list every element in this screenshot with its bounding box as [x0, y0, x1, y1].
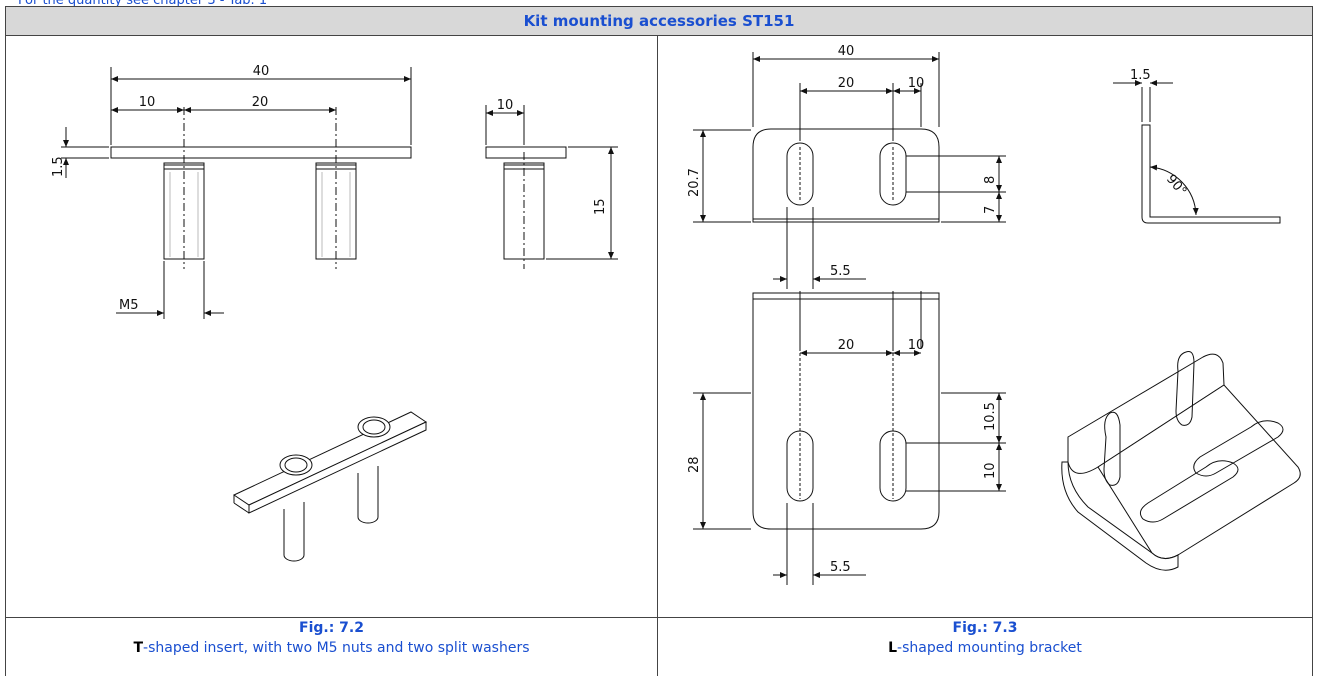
column-divider [657, 36, 658, 676]
top-note: For the quantity see chapter 3 - Tab. 1 [18, 0, 268, 8]
dim-bot-mid: 20 [838, 338, 855, 353]
dim-bot-right: 10 [908, 338, 925, 353]
caption-left: Fig.: 7.2 T-shaped insert, with two M5 n… [6, 618, 657, 658]
dim-bot-slot-w: 5.5 [830, 560, 851, 575]
figure-desc-right: L-shaped mounting bracket [658, 638, 1312, 658]
dim-height-b: 28 [687, 456, 702, 473]
accessories-table: Kit mounting accessories ST151 [5, 6, 1313, 676]
dim-left: 10 [139, 95, 156, 110]
dim-height: 15 [593, 198, 608, 215]
figure-desc-left: T-shaped insert, with two M5 nuts and tw… [6, 638, 657, 658]
dim-thick: 1.5 [1130, 68, 1151, 83]
dim-mid: 20 [252, 95, 269, 110]
caption-divider [6, 617, 1312, 618]
dim-thread: M5 [119, 298, 139, 313]
dim-angle: 90° [1163, 172, 1189, 199]
l-bracket-drawing: 40 20 10 20.7 8 7 5.5 1.5 90° 20 10 28 1… [687, 44, 1301, 585]
dim-top-mid: 20 [838, 76, 855, 91]
dim-top-right: 10 [908, 76, 925, 91]
desc-rest-left: -shaped insert, with two M5 nuts and two… [143, 640, 530, 656]
dim-b-off2: 10 [983, 462, 998, 479]
dim-side-top: 10 [497, 98, 514, 113]
dim-slot-w: 5.5 [830, 264, 851, 279]
figure-label-left: Fig.: 7.2 [299, 620, 364, 636]
figure-label-right: Fig.: 7.3 [952, 620, 1018, 636]
t-insert-drawing: 40 10 20 10 1.5 15 M5 [51, 64, 618, 562]
dim-b-off1: 10.5 [983, 402, 998, 431]
table-header: Kit mounting accessories ST151 [6, 7, 1312, 36]
desc-rest-right: -shaped mounting bracket [897, 640, 1082, 656]
dim-top-width: 40 [838, 44, 855, 59]
dim-thickness: 1.5 [51, 156, 66, 177]
dim-slot-h: 8 [983, 176, 998, 184]
dim-height-a: 20.7 [687, 168, 702, 197]
caption-right: Fig.: 7.3 L-shaped mounting bracket [658, 618, 1312, 658]
dim-slot-off: 7 [983, 206, 998, 214]
dim-overall: 40 [253, 64, 270, 79]
desc-strong-right: L [888, 640, 898, 656]
desc-strong-left: T [133, 640, 144, 656]
